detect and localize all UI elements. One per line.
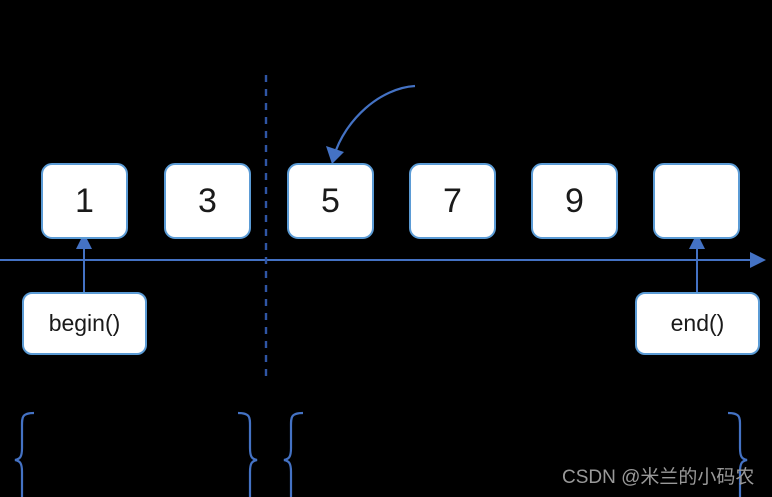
- array-cell-2[interactable]: 5: [287, 163, 374, 239]
- array-cell-5-empty[interactable]: [653, 163, 740, 239]
- array-cell-1[interactable]: 3: [164, 163, 251, 239]
- begin-label-box[interactable]: begin(): [22, 292, 147, 355]
- brace-left-open: [14, 411, 35, 497]
- array-cell-4[interactable]: 9: [531, 163, 618, 239]
- array-cell-value: 1: [75, 182, 94, 220]
- begin-label-text: begin(): [48, 310, 121, 336]
- insert-arrow-path: [332, 84, 416, 157]
- brace-mid-open: [283, 411, 304, 497]
- watermark-text: CSDN @米兰的小码农: [562, 467, 755, 488]
- array-cell-value: 9: [565, 182, 584, 220]
- insert-arrow-head: [326, 146, 344, 164]
- end-label-box[interactable]: end(): [635, 292, 760, 355]
- array-cell-value: 5: [321, 182, 340, 220]
- array-cell-value: 7: [443, 182, 462, 220]
- end-label-text: end(): [670, 310, 725, 336]
- brace-mid-close: [237, 411, 258, 497]
- brace-right-close: [727, 411, 748, 497]
- array-cell-value: 3: [198, 182, 217, 220]
- array-cell-3[interactable]: 7: [409, 163, 496, 239]
- array-cell-0[interactable]: 1: [41, 163, 128, 239]
